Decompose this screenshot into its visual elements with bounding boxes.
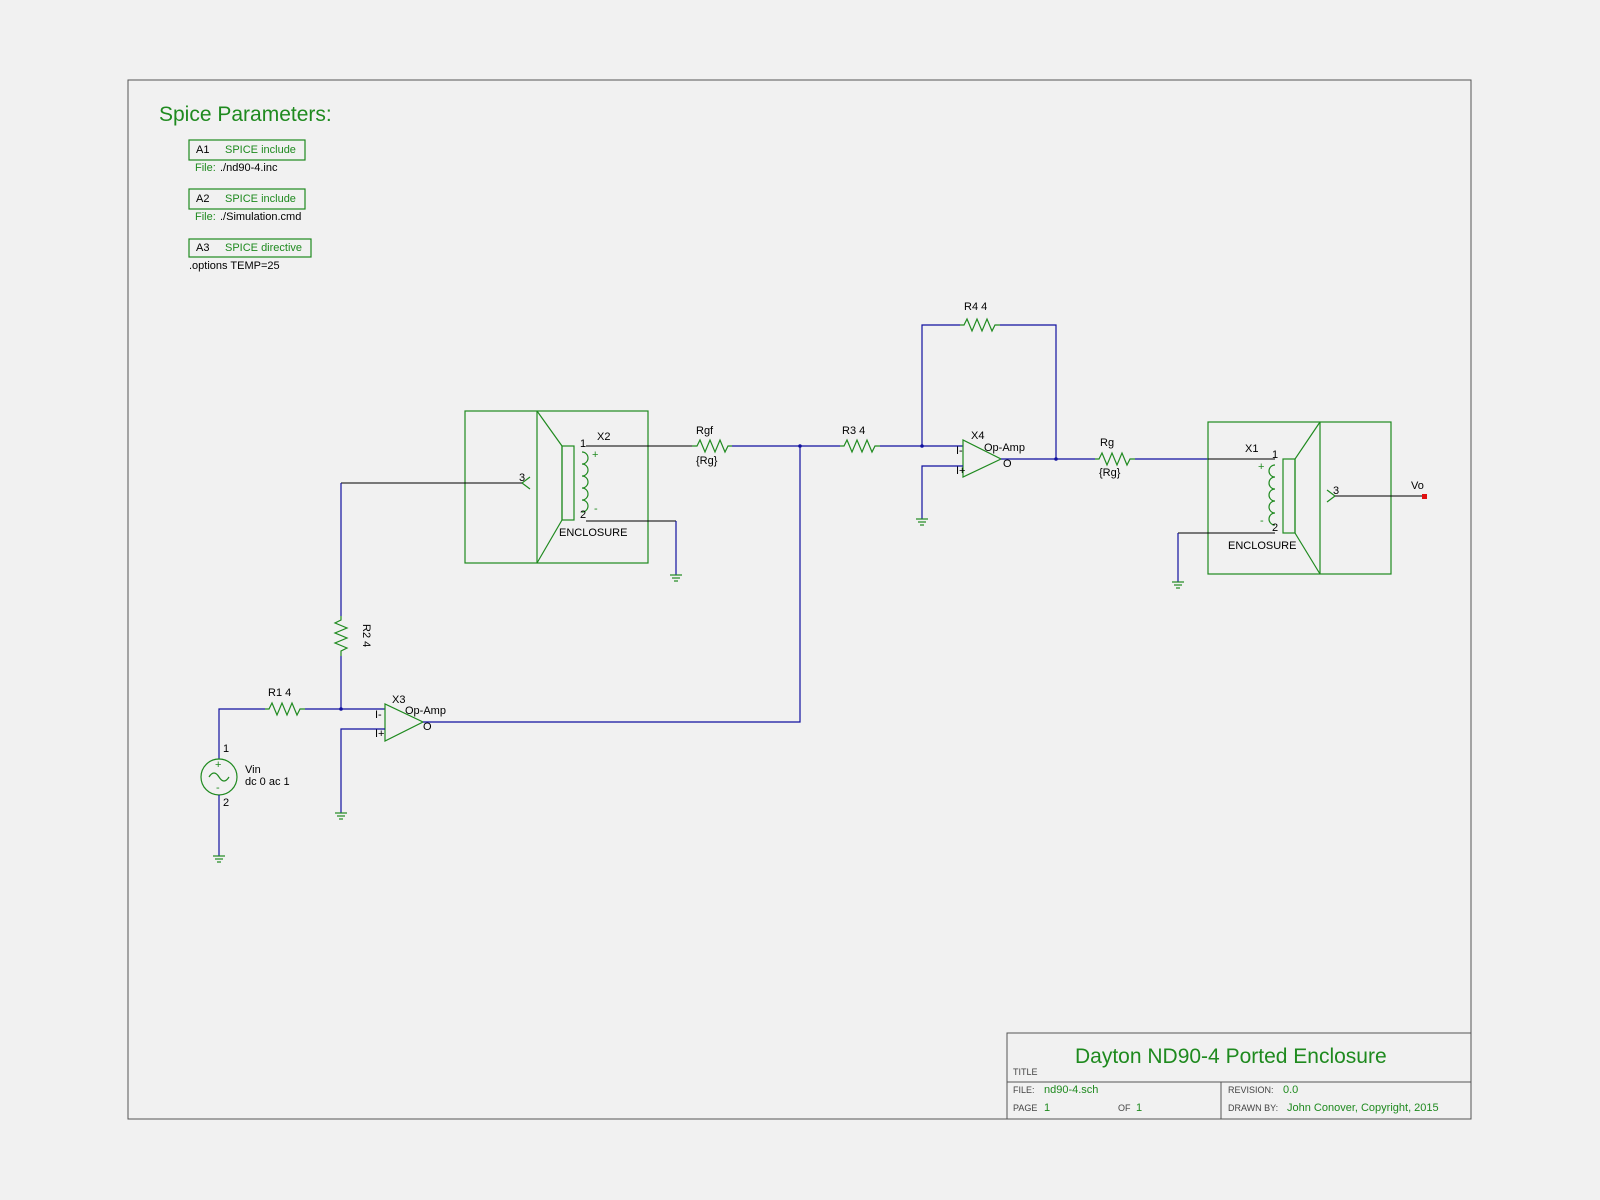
opamp-x3[interactable]: X3 Op-Amp I- I+ O — [375, 694, 446, 742]
spice-block-a2[interactable]: A2 SPICE include File: ./Simulation.cmd — [188, 188, 306, 223]
sheet-title: Dayton ND90-4 Ported Enclosure — [1075, 1045, 1387, 1068]
title-block: Dayton ND90-4 Ported Enclosure TITLE FIL… — [1006, 1032, 1472, 1120]
vin-value: dc 0 ac 1 — [245, 776, 290, 788]
block-file: ./Simulation.cmd — [220, 211, 301, 223]
block-directive: .options TEMP=25 — [189, 260, 280, 272]
resistor-r4[interactable]: R4 4 — [960, 301, 1000, 333]
file-label: FILE: — [1013, 1085, 1035, 1095]
x3-out: O — [423, 721, 432, 733]
spice-parameters-heading: Spice Parameters: — [159, 103, 332, 126]
r4-label: R4 4 — [964, 301, 987, 313]
ground-symbol — [213, 855, 225, 863]
block-kind: SPICE include — [225, 193, 296, 205]
block-id: A3 — [196, 242, 209, 254]
feedback-left — [921, 324, 960, 446]
resistor-r3[interactable]: R3 4 — [840, 425, 880, 454]
spice-block-a1[interactable]: A1 SPICE include File: ./nd90-4.inc — [188, 139, 306, 174]
revision-label: REVISION: — [1228, 1085, 1274, 1095]
enclosure-x2[interactable]: X2 1 + - 2 3 ENCLOSURE — [464, 410, 649, 564]
x4-out: O — [1003, 458, 1012, 470]
resistor-r2[interactable]: R2 4 — [333, 616, 372, 656]
block-id: A1 — [196, 144, 209, 156]
vin-pin2: 2 — [223, 797, 229, 809]
page-label: PAGE — [1013, 1103, 1037, 1113]
revision-value: 0.0 — [1283, 1084, 1298, 1096]
vin-minus: - — [216, 782, 220, 794]
block-file: ./nd90-4.inc — [220, 162, 278, 174]
x2-pin2: 2 — [580, 509, 586, 521]
ground-symbol — [335, 812, 347, 820]
x2-plus: + — [592, 449, 598, 461]
x2-label: ENCLOSURE — [559, 527, 627, 539]
x1-plus: + — [1258, 461, 1264, 473]
resistor-rg[interactable]: Rg {Rg} — [1095, 437, 1135, 479]
block-id: A2 — [196, 193, 209, 205]
ground-symbol — [1172, 581, 1184, 589]
rgf-ref: Rgf — [696, 425, 714, 437]
x2-pin1: 1 — [580, 438, 586, 450]
spice-block-a3[interactable]: A3 SPICE directive .options TEMP=25 — [188, 238, 312, 272]
rg-ref: Rg — [1100, 437, 1114, 449]
x1-pin1: 1 — [1272, 449, 1278, 461]
file-name: nd90-4.sch — [1044, 1084, 1098, 1096]
r1-label: R1 4 — [268, 687, 291, 699]
resistor-r1[interactable]: R1 4 — [265, 687, 305, 717]
of-label: OF — [1118, 1103, 1131, 1113]
block-file-label: File: — [195, 162, 216, 174]
sheet-border — [127, 79, 1472, 1120]
block-file-label: File: — [195, 211, 216, 223]
x4-type: Op-Amp — [984, 442, 1025, 454]
feedback-right — [1000, 324, 1057, 459]
net-vin-r1 — [218, 708, 265, 759]
ground-symbol — [670, 574, 682, 582]
x2-ref: X2 — [597, 431, 610, 443]
block-kind: SPICE directive — [225, 242, 302, 254]
title-label: TITLE — [1013, 1067, 1038, 1077]
vo-port[interactable] — [1422, 494, 1427, 499]
x4-inv: I- — [956, 445, 963, 457]
x3-type: Op-Amp — [405, 705, 446, 717]
of-value: 1 — [1136, 1102, 1142, 1114]
drawn-by-value: John Conover, Copyright, 2015 — [1287, 1102, 1439, 1114]
x1-minus: - — [1260, 515, 1264, 527]
x2-pin3: 3 — [519, 472, 525, 484]
voltage-source-vin[interactable]: + - 1 2 Vin dc 0 ac 1 — [200, 743, 290, 809]
vin-pin1: 1 — [223, 743, 229, 755]
x1-pin3: 3 — [1333, 485, 1339, 497]
ground-symbol — [916, 518, 928, 526]
x3-ref: X3 — [392, 694, 405, 706]
x1-label: ENCLOSURE — [1228, 540, 1296, 552]
rg-value: {Rg} — [1099, 467, 1121, 479]
r3-label: R3 4 — [842, 425, 865, 437]
x3-noninv-ground — [340, 728, 385, 813]
x1-pin2: 2 — [1272, 522, 1278, 534]
vo-label: Vo — [1411, 480, 1424, 492]
resistor-rgf[interactable]: Rgf {Rg} — [692, 425, 732, 467]
x3-inv: I- — [375, 709, 382, 721]
rgf-value: {Rg} — [696, 455, 718, 467]
x3-noninv: I+ — [375, 728, 384, 740]
block-kind: SPICE include — [225, 144, 296, 156]
opamp-x4[interactable]: X4 Op-Amp I- I+ O — [956, 430, 1025, 478]
x4-ref: X4 — [971, 430, 984, 442]
net-x3-out — [423, 446, 801, 723]
page-value: 1 — [1044, 1102, 1050, 1114]
vin-ref: Vin — [245, 764, 261, 776]
x4-noninv: I+ — [956, 465, 965, 477]
drawn-by-label: DRAWN BY: — [1228, 1103, 1278, 1113]
enclosure-x1[interactable]: X1 1 + - 2 3 ENCLOSURE — [1207, 421, 1392, 575]
x4-noninv-ground — [921, 465, 963, 519]
junction — [1054, 457, 1058, 461]
x2-minus: - — [594, 503, 598, 515]
r2-label: R2 4 — [360, 624, 372, 647]
vin-plus: + — [215, 759, 221, 771]
x1-ref: X1 — [1245, 443, 1258, 455]
